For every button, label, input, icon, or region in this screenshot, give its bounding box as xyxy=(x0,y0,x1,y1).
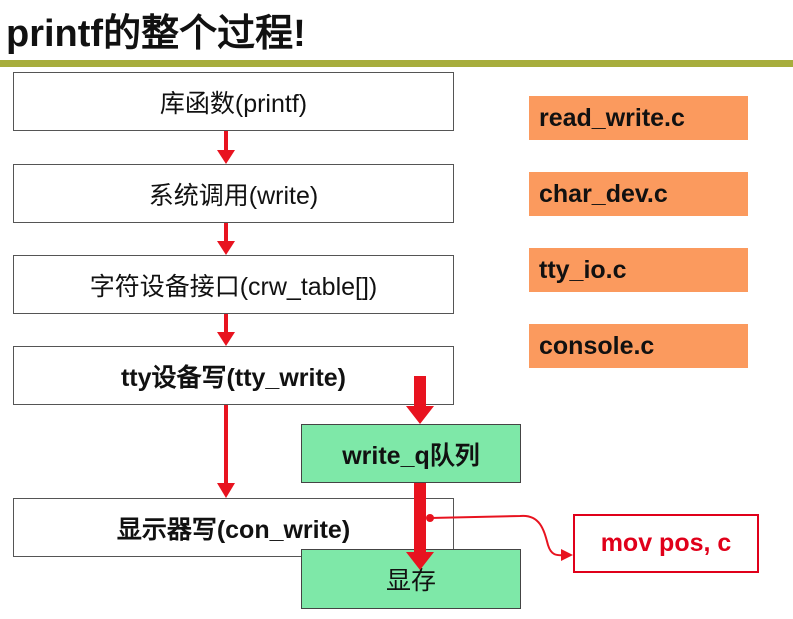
mov-pos-callout-label: mov pos, c xyxy=(600,529,732,557)
arrow-head-4 xyxy=(217,483,235,498)
video-memory-box: 显存 xyxy=(301,549,521,609)
arrow-shaft-2 xyxy=(224,223,228,243)
step-tty-write-label: tty设备写(tty_write) xyxy=(120,363,346,392)
video-memory-label: 显存 xyxy=(385,567,436,595)
arrow-shaft-3 xyxy=(224,314,228,334)
slide-title: printf的整个过程! xyxy=(6,13,306,55)
step-con-write-label: 显示器写(con_write) xyxy=(116,515,351,544)
step-con-write: 显示器写(con_write) xyxy=(13,498,454,557)
thick-arrow-head-2 xyxy=(406,552,434,570)
file-console: console.c xyxy=(529,324,748,368)
step-tty-write: tty设备写(tty_write) xyxy=(13,346,454,405)
step-char-device-interface-label: 字符设备接口(crw_table[]) xyxy=(89,272,378,301)
thick-arrow-shaft-1 xyxy=(414,376,426,408)
step-char-device-interface: 字符设备接口(crw_table[]) xyxy=(13,255,454,314)
arrow-head-1 xyxy=(217,150,235,164)
step-library-function-label: 库函数(printf) xyxy=(159,89,308,118)
file-char-dev: char_dev.c xyxy=(529,172,748,216)
arrow-shaft-1 xyxy=(224,131,228,152)
step-library-function: 库函数(printf) xyxy=(13,72,454,131)
arrow-head-2 xyxy=(217,241,235,255)
file-console-label: console.c xyxy=(539,331,655,360)
title-underline xyxy=(0,60,793,67)
file-read-write-label: read_write.c xyxy=(539,103,685,132)
write-queue-label: write_q队列 xyxy=(342,441,480,470)
write-queue-box: write_q队列 xyxy=(301,424,521,483)
callout-connector xyxy=(429,514,567,557)
step-system-call: 系统调用(write) xyxy=(13,164,454,223)
file-read-write: read_write.c xyxy=(529,96,748,140)
thick-arrow-shaft-2 xyxy=(414,483,426,553)
thick-arrow-head-1 xyxy=(406,406,434,424)
file-char-dev-label: char_dev.c xyxy=(539,179,668,208)
file-tty-io-label: tty_io.c xyxy=(539,255,627,284)
arrow-shaft-4 xyxy=(224,405,228,485)
callout-arrow-head xyxy=(561,549,573,561)
step-system-call-label: 系统调用(write) xyxy=(148,181,319,210)
arrow-head-3 xyxy=(217,332,235,346)
file-tty-io: tty_io.c xyxy=(529,248,748,292)
mov-pos-callout: mov pos, c xyxy=(573,514,759,573)
